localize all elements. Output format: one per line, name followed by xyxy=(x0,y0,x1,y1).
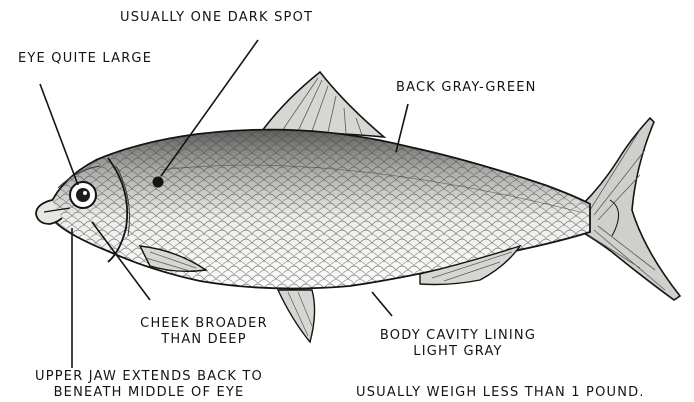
label-jaw-line-2: BENEATH MIDDLE OF EYE xyxy=(2,385,296,401)
label-cavity-line-1: BODY CAVITY LINING xyxy=(372,328,544,344)
dorsal-fin xyxy=(262,72,384,137)
pelvic-fin xyxy=(278,290,315,342)
leader-eye xyxy=(40,84,78,185)
dark-spot-mark xyxy=(153,177,164,188)
label-cheek-line-1: CHEEK BROADER xyxy=(131,316,277,332)
label-cavity-line-2: LIGHT GRAY xyxy=(372,344,544,360)
label-dark-spot: USUALLY ONE DARK SPOT xyxy=(120,10,313,26)
fish-body xyxy=(40,120,600,300)
label-eye: EYE QUITE LARGE xyxy=(18,51,152,67)
label-cheek-line-2: THAN DEEP xyxy=(131,332,277,348)
label-back: BACK GRAY-GREEN xyxy=(396,80,537,96)
leader-body-cavity xyxy=(372,292,392,316)
label-jaw-line-1: UPPER JAW EXTENDS BACK TO xyxy=(2,369,296,385)
label-weight: USUALLY WEIGH LESS THAN 1 POUND. xyxy=(356,385,645,401)
tail-fin xyxy=(582,118,680,300)
